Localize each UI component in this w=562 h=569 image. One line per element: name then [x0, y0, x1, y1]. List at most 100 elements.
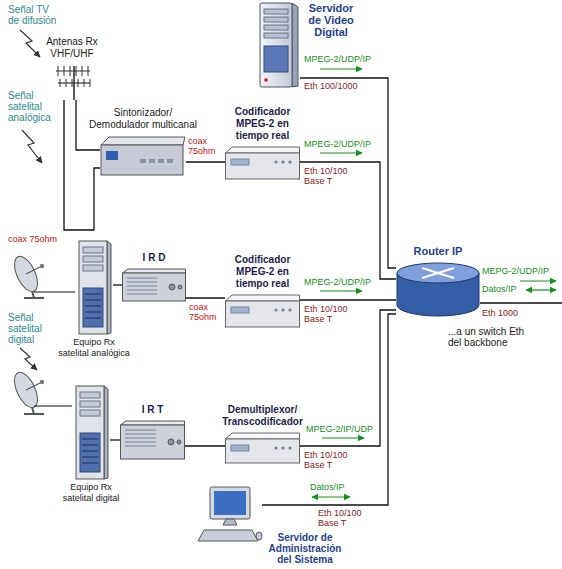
- device-top: [226, 433, 300, 439]
- ird-icon: [120, 420, 185, 460]
- device-top: [121, 421, 185, 425]
- signal-label: ...a un switch Eth del backbone: [448, 326, 536, 348]
- monitor-screen: [214, 491, 246, 515]
- signal-label: coax 75ohm: [8, 234, 57, 244]
- tower-panel: [83, 288, 103, 327]
- device-button: [288, 446, 291, 449]
- signal-label: Señal satelital digital: [8, 312, 60, 345]
- device-label: Servidor de Administración del Sistema: [262, 532, 348, 565]
- antenna-element: [90, 79, 91, 87]
- flow-arrow: [320, 290, 362, 291]
- signal-label: Señal TV de difusión: [8, 4, 60, 26]
- signal-label: Eth 10/100 Base T: [318, 508, 374, 528]
- antenna-element: [64, 66, 65, 76]
- device-button: [274, 308, 277, 311]
- signal-label: Señal satelital analógica: [8, 90, 60, 123]
- antenna-boom: [58, 82, 90, 83]
- antenna-element: [72, 79, 73, 87]
- signal-label: Datos/IP: [310, 482, 345, 492]
- device-node: Demultiplexor/ Transcodificador: [225, 432, 300, 464]
- device-top: [101, 137, 185, 145]
- signal-label: MPEG-2/UDP/IP: [304, 277, 371, 287]
- device-label: Sintonizador/ Demodulador multicanal: [85, 107, 201, 131]
- coax-wire: [34, 291, 75, 292]
- cable-connector: [300, 310, 396, 446]
- signal-label: Eth 10/100 Base T: [304, 304, 360, 324]
- device-knob: [178, 285, 182, 289]
- tower-case: [79, 241, 107, 334]
- antenna-element: [78, 79, 79, 87]
- signal-label: MPEG-2/IP/UDP: [306, 424, 373, 434]
- antenna-element: [76, 66, 77, 76]
- antenna-element: [70, 66, 71, 76]
- tower-side: [107, 241, 111, 334]
- mouse: [256, 532, 262, 540]
- device-label: Router IP: [393, 245, 483, 258]
- signal-label: Datos/IP: [482, 284, 517, 294]
- device-display: [231, 307, 249, 313]
- dish-lnb: [40, 264, 44, 268]
- antenna-element: [66, 79, 67, 87]
- router-top: [397, 263, 479, 283]
- tower-grill: [85, 300, 101, 301]
- drive-bay: [83, 247, 103, 253]
- device-button: [288, 308, 291, 311]
- drive-bay: [264, 17, 288, 22]
- tower-grill: [82, 451, 98, 452]
- drive-bay: [80, 410, 100, 416]
- satellite-dish: [10, 253, 42, 295]
- flow-arrow: [320, 152, 362, 153]
- dish-stand: [24, 413, 44, 415]
- tower-case: [76, 386, 104, 479]
- monitor: [210, 487, 250, 519]
- device-node: I R D: [122, 268, 186, 302]
- drive-bay: [83, 256, 103, 262]
- device-button: [288, 160, 291, 163]
- signal-bolt: [20, 30, 40, 57]
- flow-arrow: [312, 496, 350, 497]
- device-label: Codificador MPEG-2 en tiempo real: [226, 106, 300, 142]
- device-node: Sintonizador/ Demodulador multicanal: [100, 135, 186, 177]
- cable-connector: [300, 162, 396, 279]
- device-button: [281, 160, 284, 163]
- antenna-element: [58, 66, 59, 76]
- antenna-icon: [52, 64, 92, 100]
- antenna-element: [82, 66, 83, 76]
- signal-bolt: [22, 130, 42, 163]
- device-top: [226, 295, 300, 301]
- monitor-stand: [223, 519, 237, 525]
- device-vent: [125, 434, 156, 435]
- dish-lnb: [40, 380, 44, 384]
- antenna-boom: [56, 70, 90, 71]
- antenna-element: [60, 79, 61, 87]
- device-display: [231, 445, 249, 451]
- device-node: Antenas Rx VHF/UHF: [52, 64, 92, 100]
- router-arrow: [422, 268, 454, 278]
- device-node: Equipo Rx satelital digital: [72, 385, 110, 480]
- cable-connector: [300, 299, 396, 300]
- demod-icon: [100, 135, 186, 177]
- backbone-link: [480, 302, 562, 303]
- tower-grill: [85, 312, 101, 313]
- device-front: [123, 273, 186, 301]
- router-arrow: [422, 268, 454, 278]
- device-button: [274, 160, 277, 163]
- device-node: I R T: [120, 420, 185, 460]
- device-button: [140, 159, 146, 163]
- pc-icon: [196, 486, 262, 546]
- tower-grill: [82, 445, 98, 446]
- ird-icon: [122, 268, 186, 302]
- drive-bay: [264, 33, 288, 38]
- device-label: Codificador MPEG-2 en tiempo real: [226, 254, 300, 290]
- device-label: I R T: [123, 404, 183, 416]
- drive-bay: [80, 392, 100, 398]
- device-button: [158, 159, 164, 163]
- device-label: Servidor de Video Digital: [302, 2, 360, 38]
- coder-icon: [225, 294, 300, 328]
- tower-grill: [82, 463, 98, 464]
- flow-arrow: [520, 280, 556, 281]
- device-button: [281, 446, 284, 449]
- tower-grill: [82, 457, 98, 458]
- device-node: Router IP: [396, 262, 480, 316]
